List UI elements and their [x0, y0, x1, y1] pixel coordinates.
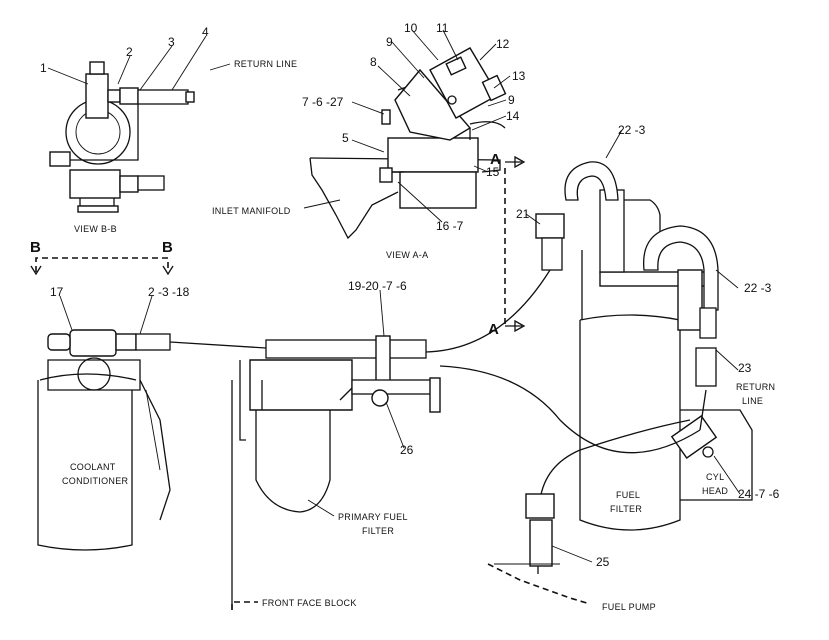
section-marker-a-bottom: A [488, 321, 499, 338]
view-aa-label: VIEW A-A [386, 250, 428, 260]
leader-lines [47, 29, 741, 563]
view-bb-drawing [49, 61, 195, 213]
view-bb-label: VIEW B-B [74, 224, 117, 234]
fuel-filter-label-2: FILTER [610, 504, 642, 514]
callout-2-3-18: 2 -3 -18 [148, 285, 190, 299]
callout-8: 8 [370, 55, 377, 69]
inlet-manifold-label: INLET MANIFOLD [212, 206, 291, 216]
return-line-right-label-2: LINE [742, 396, 763, 406]
callout-24-7-6: 24 -7 -6 [738, 487, 780, 501]
fuel-lines [169, 269, 707, 574]
callout-7-6-27: 7 -6 -27 [302, 95, 344, 109]
callout-4: 4 [202, 25, 209, 39]
callout-10: 10 [404, 21, 418, 35]
text-labels: RETURN LINE VIEW B-B INLET MANIFOLD VIEW… [62, 59, 775, 612]
return-line-right-label-1: RETURN [736, 382, 775, 392]
primary-fuel-filter-label-2: FILTER [362, 526, 394, 536]
fuel-filter-drawing [535, 161, 753, 531]
callout-21: 21 [516, 207, 530, 221]
callout-2: 2 [126, 45, 133, 59]
callout-13: 13 [512, 69, 526, 83]
callout-14: 14 [506, 109, 520, 123]
coolant-conditioner-drawing [37, 329, 171, 551]
coolant-conditioner-label-2: CONDITIONER [62, 476, 129, 486]
section-marker-b-left: B [30, 239, 41, 256]
callout-19-20-7-6: 19-20 -7 -6 [348, 279, 407, 293]
section-marker-a-top: A [490, 151, 501, 168]
callout-9-lower: 9 [508, 93, 515, 107]
coolant-conditioner-label-1: COOLANT [70, 462, 116, 472]
callout-1: 1 [40, 61, 47, 75]
callout-12: 12 [496, 37, 510, 51]
primary-fuel-filter-label-1: PRIMARY FUEL [338, 512, 408, 522]
callout-9-upper: 9 [386, 35, 393, 49]
fuel-pump-label: FUEL PUMP [602, 602, 656, 612]
callout-numbers: 1 2 3 4 7 -6 -27 5 8 9 10 11 12 13 9 14 … [40, 21, 780, 569]
front-face-block-label: FRONT FACE BLOCK [262, 598, 357, 608]
callout-17: 17 [50, 285, 64, 299]
return-line-top-label: RETURN LINE [234, 59, 297, 69]
callout-22-3-upper: 22 -3 [618, 123, 646, 137]
callout-16-7: 16 -7 [436, 219, 464, 233]
callout-26: 26 [400, 443, 414, 457]
callout-15: 15 [486, 165, 500, 179]
callout-5: 5 [342, 131, 349, 145]
view-aa-drawing [309, 47, 507, 240]
fuel-filter-label-1: FUEL [616, 490, 640, 500]
cyl-head-label-1: CYL [706, 472, 724, 482]
section-arrows [30, 155, 526, 333]
reference-lines [231, 563, 591, 610]
callout-11: 11 [436, 21, 449, 35]
callout-23: 23 [738, 361, 752, 375]
callout-3: 3 [168, 35, 175, 49]
section-markers: B B A A [30, 151, 501, 338]
primary-fuel-filter-drawing [231, 335, 441, 610]
callout-25: 25 [596, 555, 610, 569]
section-marker-b-right: B [162, 239, 173, 256]
callout-22-3-lower: 22 -3 [744, 281, 772, 295]
cyl-head-label-2: HEAD [702, 486, 728, 496]
